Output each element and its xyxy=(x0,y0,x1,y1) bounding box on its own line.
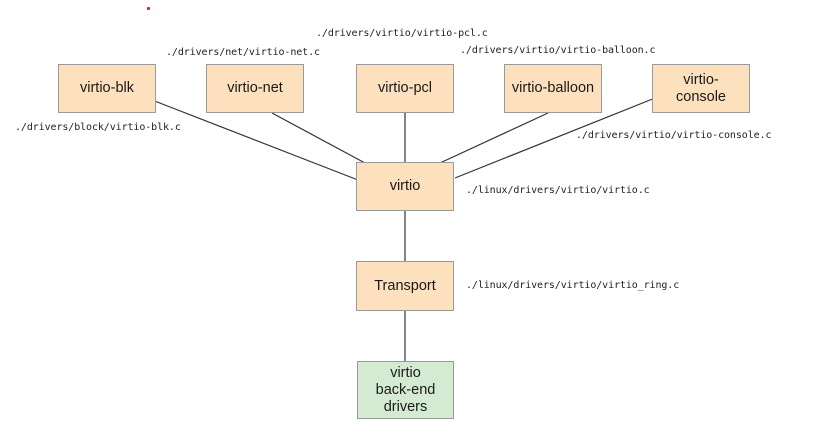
path-virtio-blk: ./drivers/block/virtio-blk.c xyxy=(15,122,181,133)
transport-label: Transport xyxy=(374,277,436,294)
path-virtio-pcl: ./drivers/virtio/virtio-pcl.c xyxy=(316,28,488,39)
red-dot-marker xyxy=(147,7,150,10)
backend-drivers-box: virtio back-end drivers xyxy=(357,361,454,419)
virtio-pcl-label: virtio-pcl xyxy=(378,80,432,96)
connector-blk-virtio xyxy=(151,99,359,181)
path-transport: ./linux/drivers/virtio/virtio_ring.c xyxy=(466,280,680,291)
backend-drivers-label: virtio back-end drivers xyxy=(375,364,436,415)
virtio-core-label: virtio xyxy=(389,178,421,194)
virtio-balloon-label: virtio-balloon xyxy=(511,80,595,96)
connector-balloon-virtio xyxy=(439,112,549,164)
virtio-blk-label: virtio-blk xyxy=(80,80,134,96)
virtio-console-label: virtio- console xyxy=(676,71,726,105)
virtio-net-box: virtio-net xyxy=(206,64,304,113)
virtio-balloon-box: virtio-balloon xyxy=(504,64,602,113)
virtio-pcl-box: virtio-pcl xyxy=(356,64,454,113)
transport-box: Transport xyxy=(356,261,454,311)
virtio-console-box: virtio- console xyxy=(652,64,750,113)
virtio-core-box: virtio xyxy=(356,162,454,211)
path-virtio-core: ./linux/drivers/virtio/virtio.c xyxy=(466,185,650,196)
virtio-net-label: virtio-net xyxy=(227,80,283,96)
connector-net-virtio xyxy=(271,112,366,164)
path-virtio-balloon: ./drivers/virtio/virtio-balloon.c xyxy=(460,45,656,56)
path-virtio-net: ./drivers/net/virtio-net.c xyxy=(166,47,320,58)
virtio-blk-box: virtio-blk xyxy=(58,64,156,113)
connector-console-virtio xyxy=(454,97,656,179)
path-virtio-console: ./drivers/virtio/virtio-console.c xyxy=(576,130,772,141)
